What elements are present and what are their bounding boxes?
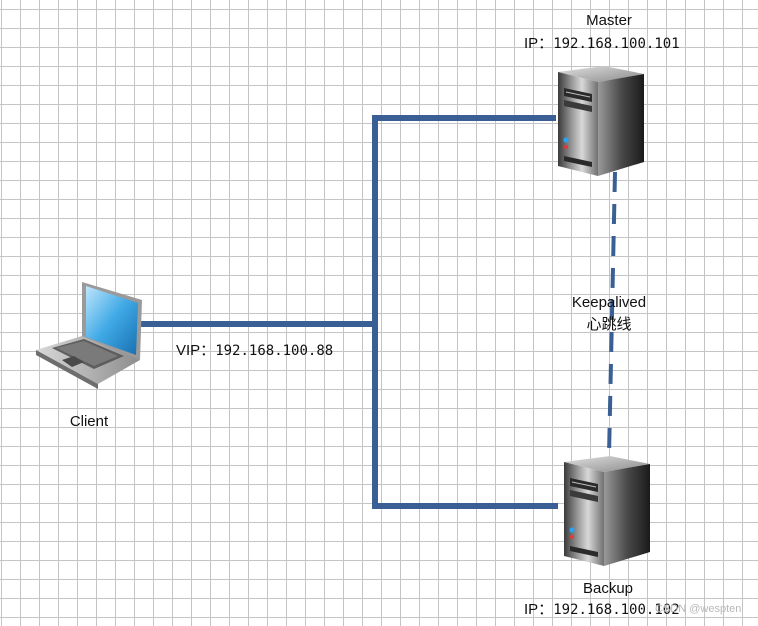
master-ip: IP：192.168.100.101: [524, 35, 680, 53]
backup-ip-value: 192.168.100.102: [553, 602, 680, 618]
master-ip-value: 192.168.100.101: [553, 36, 680, 52]
backup-ip-prefix: IP：: [524, 601, 554, 618]
network-links: [138, 115, 558, 509]
backup-ip: IP：192.168.100.102: [524, 601, 680, 619]
master-server-icon: [557, 65, 645, 177]
master-label: Master: [586, 12, 632, 29]
vip-label: VIP：192.168.100.88: [176, 342, 333, 360]
laptop-icon: [36, 282, 142, 389]
master-ip-prefix: IP：: [524, 35, 554, 52]
vip-prefix: VIP：: [176, 342, 216, 359]
backup-label: Backup: [582, 580, 634, 597]
heartbeat-line: [607, 171, 617, 457]
client-label: Client: [69, 413, 109, 430]
heartbeat-label-1: Keepalived: [571, 294, 647, 311]
backup-server-icon: [563, 455, 651, 567]
vip-address: 192.168.100.88: [215, 343, 334, 359]
watermark: CSDN @wespten: [655, 603, 742, 615]
heartbeat-label-2: 心跳线: [586, 316, 632, 333]
